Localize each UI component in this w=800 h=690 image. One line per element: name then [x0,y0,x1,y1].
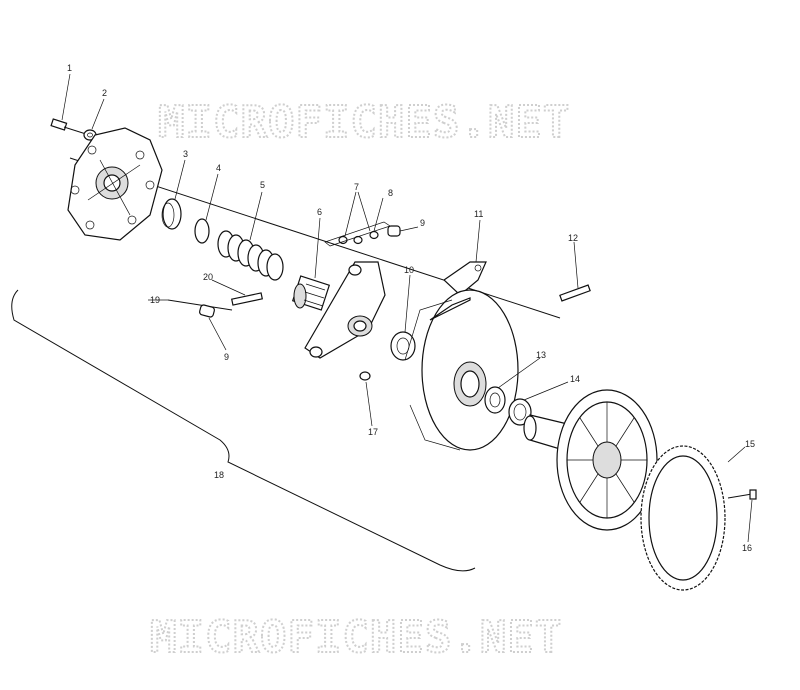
callout-14: 14 [570,374,580,384]
callout-7: 7 [354,182,359,192]
pin-part-19 [167,299,233,311]
roller-arm [304,261,386,359]
callout-2: 2 [102,88,107,98]
watermark-bottom: MICROFICHES.NET [150,612,562,663]
fixed-sheave [556,389,658,531]
roller-part-6 [291,275,331,311]
callout-15: 15 [745,439,755,449]
nut-part-17 [359,371,371,381]
callout-8: 8 [388,188,393,198]
callout-6: 6 [317,207,322,217]
brace-part-18 [11,289,476,572]
callout-16: 16 [742,543,752,553]
washer-part-14 [508,398,532,426]
callout-11: 11 [474,209,483,219]
callout-1: 1 [67,63,72,73]
cover-plate [67,127,163,241]
callout-10: 10 [404,265,414,275]
washer-part-10 [390,331,416,361]
callout-9-right: 9 [420,218,425,228]
snap-ring-part-4 [194,218,210,244]
callout-12: 12 [568,233,578,243]
callout-13: 13 [536,350,546,360]
bushing-part-13 [484,386,506,414]
pin-part-20 [230,292,264,306]
leader-lines [61,73,753,543]
screw-part-16 [727,489,757,500]
watermark-top: MICROFICHES.NET [158,97,570,148]
callout-17: 17 [368,427,378,437]
bushing-part-3 [161,198,182,230]
movable-sheave [404,289,519,451]
callout-3: 3 [183,149,188,159]
bushing-part-9-left [199,304,215,318]
ring-gear-part-15 [640,445,726,591]
spring-part-5 [217,230,284,281]
bushing-part-9-right [387,225,401,237]
bolt-part-1 [50,118,87,135]
callout-9-left: 9 [224,352,229,362]
callout-5: 5 [260,180,265,190]
washer-part-7 [338,235,363,245]
callout-19: 19 [150,295,160,305]
callout-4: 4 [216,163,221,173]
pin-part-12 [559,284,591,302]
callout-20: 20 [203,272,213,282]
callout-18: 18 [214,470,224,480]
